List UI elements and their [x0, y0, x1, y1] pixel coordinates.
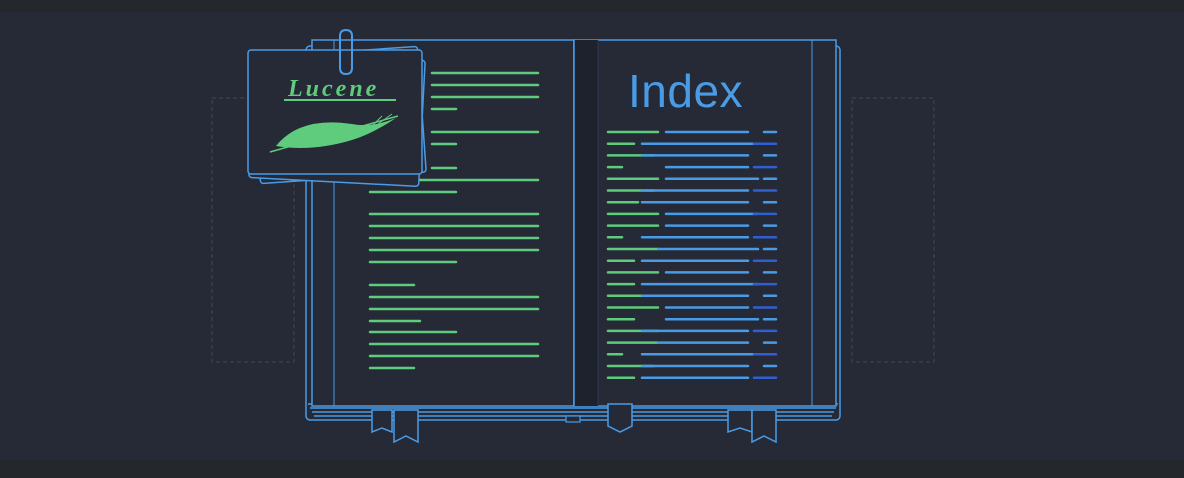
top-frame [0, 0, 1184, 12]
right-dashed-guide [851, 97, 935, 363]
index-title: Index [628, 65, 744, 117]
bottom-frame [0, 460, 1184, 478]
left-dashed-guide [211, 97, 295, 363]
paper-clip-icon [339, 28, 353, 76]
lucene-logo: Lucene [287, 76, 379, 102]
bookmark-icon [371, 403, 777, 444]
lucene-card: Lucene [247, 28, 427, 187]
feather-icon [269, 113, 399, 153]
index-lines [606, 130, 778, 379]
illustration-scene: Lucene Index [0, 12, 1184, 460]
book-spine [574, 40, 598, 406]
book [305, 39, 841, 421]
open-book-illustration: Lucene [211, 28, 935, 444]
